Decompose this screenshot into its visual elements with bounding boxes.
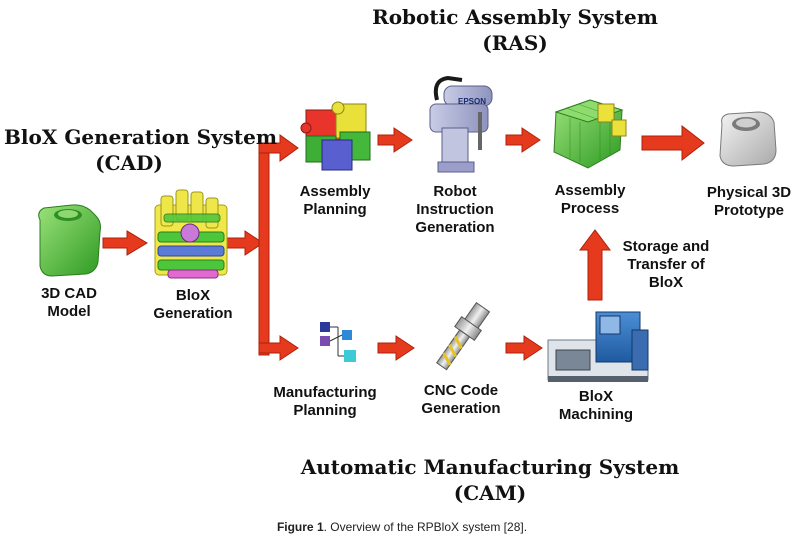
blox-generation-image [154, 189, 228, 279]
label-3d-cad-model: 3D CAD Model [41, 285, 97, 320]
arrow-assembly-to-prototype [641, 124, 705, 162]
cam-title-line2: (CAM) [453, 481, 527, 505]
arrow-cad-to-blox [102, 230, 148, 256]
arrow-branch-to-assembly-planning [258, 134, 299, 162]
physical-prototype-image [719, 111, 777, 167]
assembly-process-image [553, 99, 627, 169]
caption-figure-number: Figure 1 [276, 520, 324, 534]
arrow-cnc-to-machining [505, 335, 543, 361]
arrow-mplanning-to-cnc [377, 335, 415, 361]
arrow-planning-to-robot [377, 127, 413, 153]
label-assembly-planning: Assembly Planning [299, 183, 371, 218]
cam-title-line1: Automatic Manufacturing System [300, 455, 680, 479]
cad-model-image [38, 204, 101, 277]
cnc-tool-image [436, 301, 491, 371]
label-blox-generation: BloX Generation [153, 287, 233, 322]
label-storage-transfer-blox: Storage and Transfer of BloX [622, 238, 710, 291]
arrow-robot-to-assembly [505, 127, 541, 153]
arrow-blox-to-branch [224, 230, 264, 256]
manufacturing-planning-image [320, 322, 356, 362]
label-robot-instruction-generation: Robot Instruction Generation [415, 183, 495, 236]
cad-title-line1: BloX Generation System [4, 125, 278, 149]
branch-bar [258, 142, 270, 356]
robot-brand-text: EPSON [458, 97, 486, 106]
ras-title-line1: Robotic Assembly System [372, 5, 658, 29]
cad-title: BloX Generation System (CAD) [4, 124, 278, 176]
robot-image: EPSON [429, 75, 493, 173]
figure-caption: Figure 1. Overview of the RPBloX system … [0, 520, 804, 534]
cad-title-line2: (CAD) [95, 151, 163, 175]
ras-title: Robotic Assembly System (RAS) [330, 4, 700, 56]
caption-text: . Overview of the RPBloX system [28]. [323, 520, 528, 534]
cnc-machine-image [547, 311, 649, 382]
label-blox-machining: BloX Machining [558, 388, 634, 423]
arrow-machining-to-assembly [579, 229, 611, 301]
label-cnc-code-generation: CNC Code Generation [421, 382, 501, 417]
label-manufacturing-planning: Manufacturing Planning [273, 384, 377, 419]
ras-title-line2: (RAS) [482, 31, 548, 55]
label-assembly-process: Assembly Process [554, 182, 626, 217]
arrow-branch-to-manufacturing-planning [258, 335, 299, 361]
assembly-planning-image [300, 101, 371, 171]
label-physical-3d-prototype: Physical 3D Prototype [706, 184, 792, 219]
cam-title: Automatic Manufacturing System (CAM) [290, 454, 690, 506]
